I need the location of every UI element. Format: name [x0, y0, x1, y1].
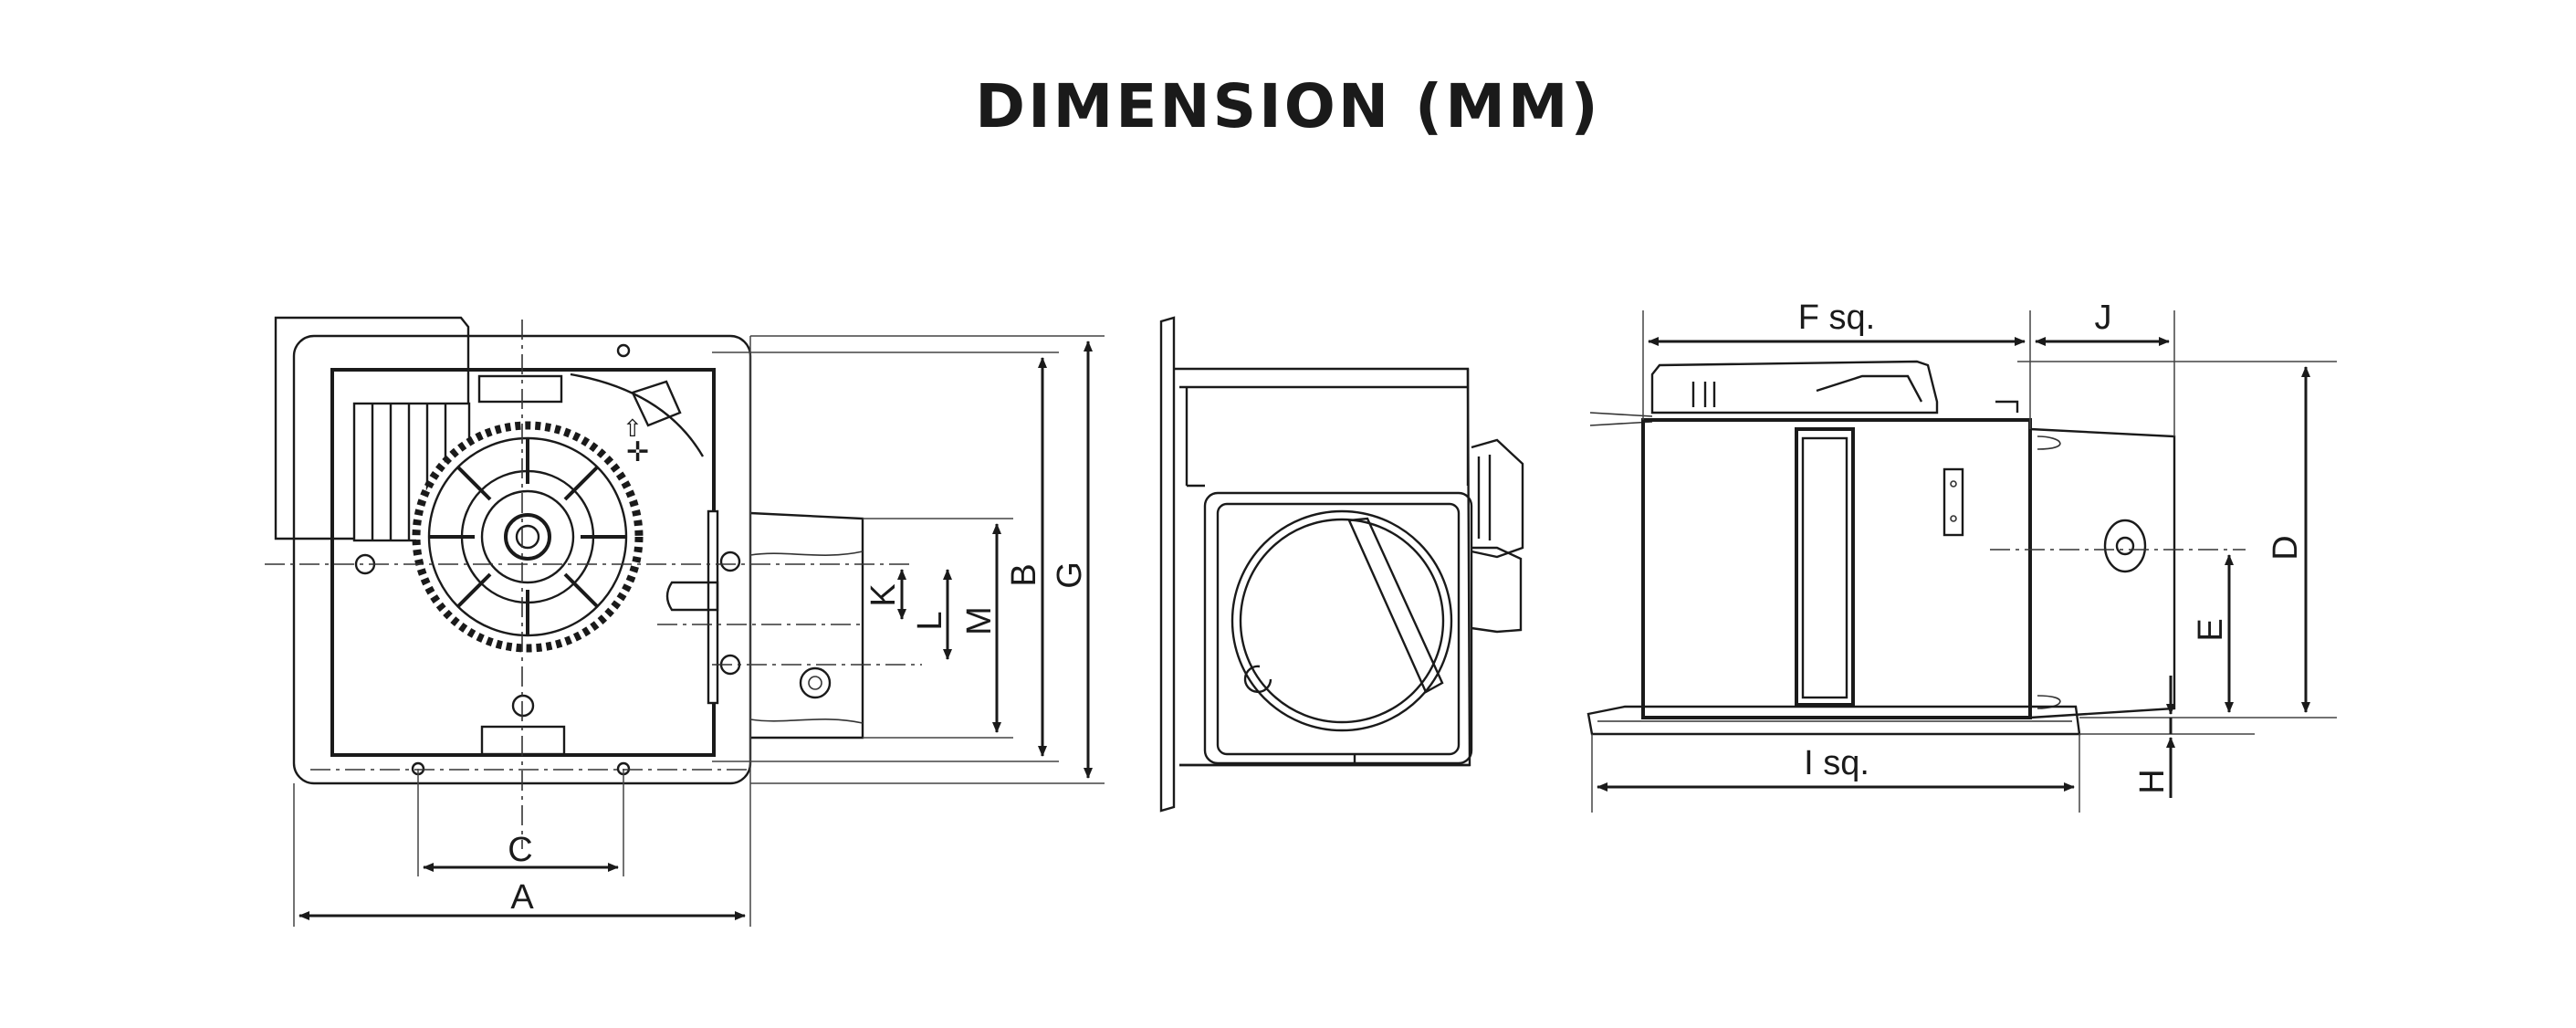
svg-text:✛: ✛: [626, 437, 649, 467]
label-k: K: [864, 583, 903, 606]
right-view: F sq. J D E H I sq.: [1586, 299, 2337, 813]
base-plate: [1586, 705, 2081, 736]
page-title: DIMENSION (MM): [975, 71, 1601, 142]
duct-outlet: [749, 511, 864, 740]
right-body: [1641, 418, 2032, 719]
screw-icon: [511, 694, 535, 718]
label-b: B: [1005, 563, 1043, 586]
ceiling-panel: [1159, 316, 1176, 813]
fan-wheel-icon: [412, 421, 644, 653]
front-view: ✛ ⇧ A C G B: [265, 316, 1105, 927]
svg-text:⇧: ⇧: [623, 414, 643, 442]
label-c: C: [508, 831, 532, 869]
label-a: A: [510, 878, 534, 917]
right-duct: [2029, 427, 2176, 719]
mounting-tab: [707, 509, 719, 705]
label-e: E: [2192, 618, 2230, 641]
damper-icon: [1230, 509, 1453, 732]
label-f: F sq.: [1798, 299, 1875, 337]
label-g: G: [1051, 561, 1089, 589]
label-j: J: [2095, 299, 2112, 337]
bottom-slot: [480, 725, 566, 756]
label-bar: [1795, 427, 1855, 707]
indicator: [1942, 467, 1964, 537]
screw-icon: [616, 343, 631, 358]
screw-icon: [799, 666, 832, 699]
label-m: M: [960, 606, 999, 635]
label-h: H: [2133, 769, 2172, 793]
label-i: I sq.: [1804, 744, 1869, 782]
top-slot: [477, 374, 563, 404]
mounting-clip: [665, 581, 719, 612]
top-connector: [1650, 360, 1939, 414]
damper-icon: ✛ ⇧: [570, 372, 705, 467]
screw-icon: [2103, 519, 2147, 573]
label-l: L: [911, 611, 949, 630]
side-view: [1159, 316, 1524, 813]
side-clip: [1471, 438, 1524, 559]
screw-icon: [719, 551, 741, 572]
label-d: D: [2267, 535, 2305, 560]
